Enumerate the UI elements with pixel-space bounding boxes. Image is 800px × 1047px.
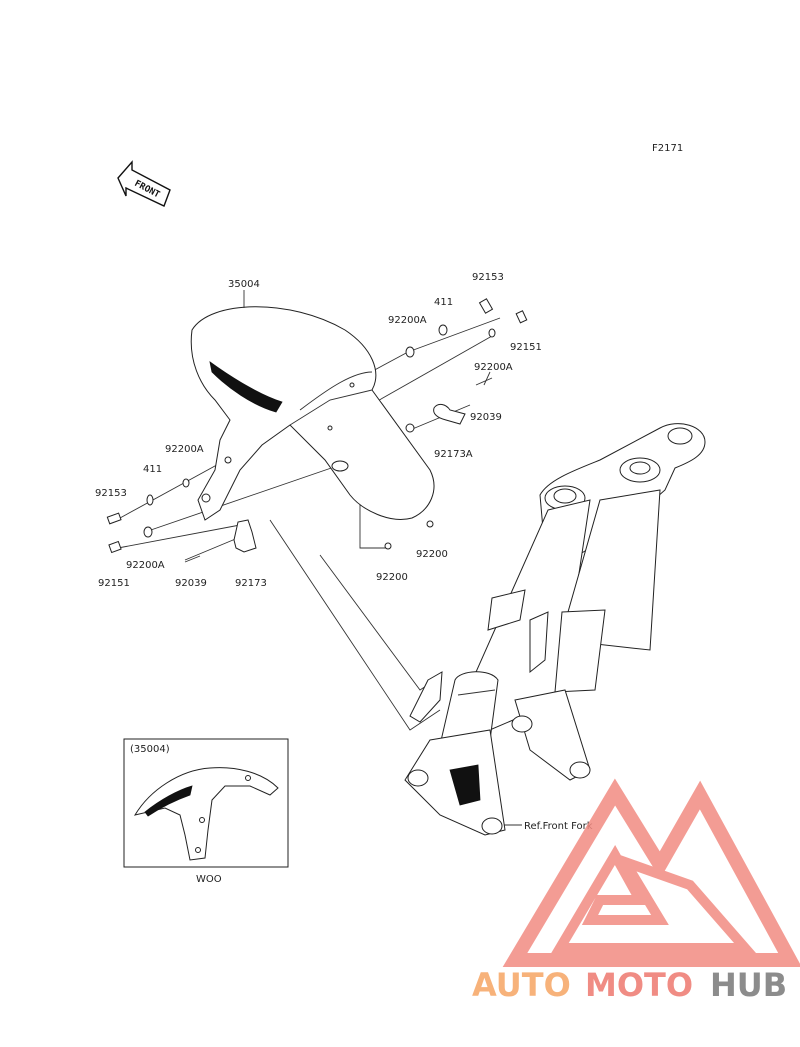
label-92151-right: 92151 [510,342,542,353]
label-92200A-left-upper: 92200A [165,444,204,455]
label-35004: 35004 [228,279,260,290]
label-411-left: 411 [143,464,162,475]
label-92153-right: 92153 [472,272,504,283]
figure-code: F2171 [652,143,683,154]
front-fender [190,306,435,521]
label-92200-right: 92200 [416,549,448,560]
inset-detail: (35004) WOO [123,738,289,885]
inset-title: (35004) [130,744,170,755]
watermark-auto: AUTO [472,966,571,1004]
label-411-right: 411 [434,297,453,308]
label-92173: 92173 [235,578,267,589]
label-92200A-left-lower: 92200A [126,560,165,571]
watermark-hub: HUB [710,966,787,1004]
automotohub-watermark: AUTO MOTO HUB [472,778,800,1004]
inset-caption: WOO [196,874,222,885]
label-92200A-right-lower: 92200A [474,362,513,373]
front-direction-arrow: FRONT [117,160,171,207]
label-92173A: 92173A [434,449,473,460]
watermark-triangle-logo [502,778,800,967]
watermark-moto: MOTO [585,966,693,1004]
label-92151-left: 92151 [98,578,130,589]
front-fork-assembly [404,423,706,836]
label-92039-right: 92039 [470,412,502,423]
label-92200A-right-upper: 92200A [388,315,427,326]
part-labels: 35004 92153 411 92200A 92151 92200A 9203… [95,272,542,589]
ref-front-fork-label: Ref.Front Fork [524,821,593,832]
hardware-left [106,478,257,563]
label-92153-left: 92153 [95,488,127,499]
label-92200-center: 92200 [376,572,408,583]
label-92039-left: 92039 [175,578,207,589]
hardware-right [384,298,528,550]
